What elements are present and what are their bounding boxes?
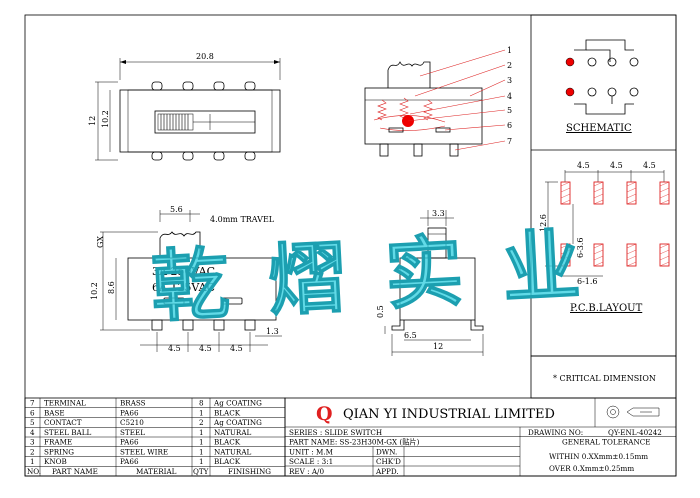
parts-row-2-qty: 1 xyxy=(199,408,204,417)
parts-row-7-material: PA66 xyxy=(120,457,139,466)
front-knob-offset: 5.6 xyxy=(170,205,183,214)
pcb-layout: 4.5 4.5 4.5 12.6 6-3.6 6-1.6 P.C.B.LAYOU… xyxy=(539,161,670,314)
parts-row-7-qty: 1 xyxy=(199,457,204,466)
parts-row-1-no: 7 xyxy=(30,399,35,408)
rev-label: REV : A/0 xyxy=(289,467,324,476)
parts-row-1-finishing: Ag COATING xyxy=(213,399,262,408)
parts-row-5-name: FRAME xyxy=(44,438,72,447)
parts-row-4-material: STEEL xyxy=(120,428,145,437)
parts-header-material: MATERIAL xyxy=(136,467,177,476)
parts-row-5-finishing: BLACK xyxy=(214,438,241,447)
end-knob-width: 3.3 xyxy=(432,209,445,218)
tolerance-2: OVER 0.Xmm±0.25mm xyxy=(549,464,634,473)
tolerance-1: WITHIN 0.XXmm±0.15mm xyxy=(549,452,648,461)
end-view: 3.3 0.5 6.5 12 xyxy=(376,209,484,356)
parts-row-1-qty: 8 xyxy=(199,399,204,408)
series-label: SERIES : SLIDE SWITCH xyxy=(289,428,382,437)
pcb-pitch-1: 4.5 xyxy=(577,161,590,170)
parts-header-name: PART NAME xyxy=(52,467,98,476)
parts-row-6-name: SPRING xyxy=(44,447,74,456)
chkd-label: CHK'D xyxy=(376,457,401,466)
drawing-no: QY-ENL-40242 xyxy=(608,428,662,437)
callout-1: 1 xyxy=(507,46,512,55)
front-height-inner: 8.6 xyxy=(107,281,116,294)
parts-row-3-name: CONTACT xyxy=(44,418,82,427)
parts-row-2-finishing: BLACK xyxy=(214,408,241,417)
parts-row-5-no: 3 xyxy=(30,438,35,447)
parts-row-4-finishing: NATURAL xyxy=(214,428,252,437)
front-rating-2: 6A 125VAC xyxy=(152,281,215,294)
parts-row-5-qty: 1 xyxy=(199,438,204,447)
end-pin-height: 0.5 xyxy=(376,305,385,318)
parts-header-qty: QTY xyxy=(193,467,209,476)
parts-row-3-finishing: Ag COATING xyxy=(213,418,262,427)
pcb-height: 12.6 xyxy=(539,214,548,232)
callout-5: 5 xyxy=(507,106,512,115)
parts-row-7-no: 1 xyxy=(30,457,35,466)
pcb-row-gap: 6-3.6 xyxy=(576,237,585,258)
parts-row-2-material: PA66 xyxy=(120,408,139,417)
front-pitch-1: 4.5 xyxy=(168,344,181,353)
scale-label: SCALE : 3:1 xyxy=(289,457,333,466)
front-pitch-2: 4.5 xyxy=(199,344,212,353)
pcb-pad: 6-1.6 xyxy=(577,277,598,286)
parts-row-6-finishing: NATURAL xyxy=(214,447,252,456)
side-view: 1 2 3 4 5 6 7 xyxy=(364,46,512,157)
parts-row-7-finishing: BLACK xyxy=(214,457,241,466)
parts-table: 7 TERMINAL BRASS 8 Ag COATING 6 BASE PA6… xyxy=(24,397,286,477)
front-view: 5.6 4.0mm TRAVEL 3A 250VAC 6A 125VAC GX … xyxy=(90,205,282,353)
part-name-label: PART NAME: SS-23H30M-GX (贴片) xyxy=(289,438,420,447)
front-height-outer: 10.2 xyxy=(90,282,99,300)
company-logo: Q xyxy=(316,403,333,425)
parts-row-1-material: BRASS xyxy=(120,399,146,408)
pcb-pitch-3: 4.5 xyxy=(643,161,656,170)
top-width-dim: 20.8 xyxy=(196,52,214,61)
callout-3: 3 xyxy=(507,76,512,85)
company-name: QIAN YI INDUSTRIAL LIMITED xyxy=(343,407,555,422)
callout-6: 6 xyxy=(507,121,512,130)
top-view: 20.8 12 10.2 xyxy=(88,52,281,161)
parts-header-finishing: FINISHING xyxy=(228,467,271,476)
parts-row-2-no: 6 xyxy=(30,408,35,417)
schematic-label: SCHEMATIC xyxy=(566,123,632,134)
front-pitch-3: 4.5 xyxy=(230,344,243,353)
parts-row-3-no: 5 xyxy=(30,418,35,427)
callout-4: 4 xyxy=(507,92,512,101)
top-height-outer: 12 xyxy=(88,116,97,126)
pcb-pitch-2: 4.5 xyxy=(610,161,623,170)
parts-row-4-name: STEEL BALL xyxy=(44,428,92,437)
callout-2: 2 xyxy=(507,61,512,70)
schematic: SCHEMATIC xyxy=(565,39,639,134)
title-block: Q QIAN YI INDUSTRIAL LIMITED SERIES : SL… xyxy=(284,397,677,477)
watermark: 乾 熠 实 业 xyxy=(149,221,589,334)
front-travel: 4.0mm TRAVEL xyxy=(210,215,275,224)
unit-label: UNIT : M.M xyxy=(289,447,333,456)
pcb-layout-label: P.C.B.LAYOUT xyxy=(570,303,643,314)
drawing-no-label: DRAWING NO: xyxy=(528,428,583,437)
parts-row-6-material: STEEL WIRE xyxy=(120,447,168,456)
critical-note: * CRITICAL DIMENSION xyxy=(553,374,656,383)
parts-row-1-name: TERMINAL xyxy=(44,399,86,408)
parts-row-4-qty: 1 xyxy=(199,428,204,437)
parts-header-no: NO. xyxy=(27,467,41,476)
parts-row-4-no: 4 xyxy=(30,428,35,437)
parts-row-3-material: C5210 xyxy=(120,418,144,427)
top-height-inner: 10.2 xyxy=(101,110,110,128)
tolerance-title: GENERAL TOLERANCE xyxy=(562,438,651,447)
parts-row-3-qty: 2 xyxy=(199,418,204,427)
parts-row-6-qty: 1 xyxy=(199,447,204,456)
parts-row-5-material: PA66 xyxy=(120,438,139,447)
parts-row-6-no: 2 xyxy=(30,447,35,456)
dwn-label: DWN. xyxy=(376,447,397,456)
callout-7: 7 xyxy=(507,137,512,146)
end-width: 12 xyxy=(433,342,443,351)
appd-label: APPD. xyxy=(375,467,399,476)
parts-row-7-name: KNOB xyxy=(44,457,67,466)
parts-row-2-name: BASE xyxy=(44,408,65,417)
end-pin-span: 6.5 xyxy=(404,331,417,340)
front-rating-1: 3A 250VAC xyxy=(152,265,215,278)
front-gx: GX xyxy=(96,236,105,248)
front-pin-width: 1.3 xyxy=(266,327,279,336)
